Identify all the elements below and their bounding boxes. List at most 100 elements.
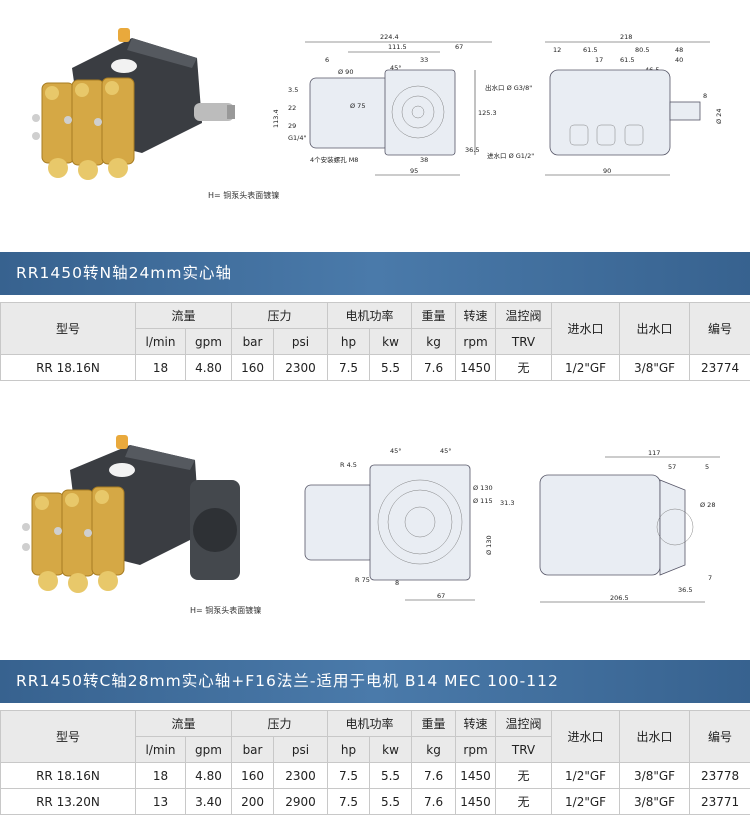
pump-c-shaft-image — [22, 435, 240, 593]
dim-label: R 75 — [355, 576, 370, 584]
dim-label: 95 — [410, 167, 418, 175]
cell: 4.80 — [184, 762, 233, 789]
dim-label: Ø 28 — [700, 501, 715, 509]
spec-table-1: 型号 流量 压力 电机功率 重量 转速 温控阀 进水口 出水口 编号 l/min… — [0, 302, 750, 381]
dim-label: 61.5 — [583, 46, 597, 54]
cell: 7.5 — [327, 354, 371, 381]
col-header-weight: 重量 — [411, 302, 457, 329]
col-header-flow: 流量 — [134, 302, 233, 329]
dim-label: 67 — [455, 43, 463, 51]
unit-trv: TRV — [495, 328, 553, 355]
cell: 7.5 — [327, 788, 371, 815]
cell: 160 — [231, 762, 275, 789]
dim-label: Ø 24 — [715, 109, 723, 124]
cell: 7.6 — [411, 788, 457, 815]
cell: 23778 — [689, 762, 750, 789]
cell: 1/2"GF — [551, 788, 621, 815]
dim-label: 29 — [288, 122, 296, 130]
col-header-motor-power: 电机功率 — [327, 710, 413, 737]
dim-label: Ø 90 — [338, 68, 353, 76]
dim-label: 3.5 — [288, 86, 298, 94]
cell: 2300 — [273, 762, 329, 789]
unit-rpm: rpm — [455, 328, 497, 355]
col-header-model: 型号 — [0, 710, 136, 763]
cell: 2900 — [273, 788, 329, 815]
unit-kw: kw — [369, 736, 413, 763]
cell: 2300 — [273, 354, 329, 381]
dim-label: Ø 115 — [473, 497, 493, 505]
cell: 7.6 — [411, 354, 457, 381]
dim-label: 出水口 Ø G3/8" — [485, 83, 532, 92]
cell: 无 — [495, 762, 553, 789]
dim-label: 进水口 Ø G1/2" — [487, 151, 534, 160]
dim-label: 61.5 — [620, 56, 634, 64]
col-header-weight: 重量 — [411, 710, 457, 737]
dim-label: 48 — [675, 46, 683, 54]
col-header-flow: 流量 — [134, 710, 233, 737]
unit-lmin: l/min — [135, 328, 186, 355]
product-section-1: H= 铜泵头表面镀镍 224.4 111.5 67 6 33 Ø 90 45° … — [0, 0, 750, 210]
cell: 18 — [135, 762, 186, 789]
cell: 18 — [135, 354, 186, 381]
cell: 13 — [135, 788, 186, 815]
dim-label: Ø 75 — [350, 102, 365, 110]
dim-label: 113.4 — [272, 109, 280, 128]
unit-gpm: gpm — [184, 736, 233, 763]
front-view-drawing-1: 224.4 111.5 67 6 33 Ø 90 45° Ø 75 113.4 … — [272, 33, 497, 176]
col-header-pressure: 压力 — [231, 302, 329, 329]
dim-label: 117 — [648, 449, 660, 457]
unit-rpm: rpm — [455, 736, 497, 763]
col-header-motor-power: 电机功率 — [327, 302, 413, 329]
cell: 3/8"GF — [619, 354, 691, 381]
cell: 5.5 — [369, 762, 413, 789]
dim-label: 33 — [420, 56, 428, 64]
cell: RR 13.20N — [0, 788, 136, 815]
dim-label: 45° — [390, 447, 402, 455]
col-header-code: 编号 — [689, 302, 750, 355]
product-section-2: H= 铜泵头表面镀镍 R 4.5 45° 45° Ø 130 Ø 115 Ø 1… — [0, 425, 750, 635]
cell: 3/8"GF — [619, 788, 691, 815]
col-header-model: 型号 — [0, 302, 136, 355]
dim-label: 90 — [603, 167, 611, 175]
col-header-outlet: 出水口 — [619, 710, 691, 763]
dim-label: G1/4" — [288, 134, 307, 142]
table-row: RR 13.20N 13 3.40 200 2900 7.5 5.5 7.6 1… — [0, 788, 750, 815]
dim-label: 218 — [620, 33, 632, 41]
dim-label: Ø 130 — [485, 535, 493, 555]
col-header-pressure: 压力 — [231, 710, 329, 737]
cell: 1/2"GF — [551, 762, 621, 789]
cell: 5.5 — [369, 788, 413, 815]
dim-label: 80.5 — [635, 46, 649, 54]
cell: 无 — [495, 354, 553, 381]
cell: 1450 — [455, 788, 497, 815]
dim-label: 111.5 — [388, 43, 407, 51]
dim-label: 4个安装螺孔 M8 — [310, 155, 358, 164]
cell: 1450 — [455, 354, 497, 381]
col-header-code: 编号 — [689, 710, 750, 763]
col-header-thermal-valve: 温控阀 — [495, 302, 553, 329]
dim-label: 12 — [553, 46, 561, 54]
unit-kg: kg — [411, 736, 457, 763]
table-row: RR 18.16N 18 4.80 160 2300 7.5 5.5 7.6 1… — [0, 354, 750, 381]
dim-label: R 4.5 — [340, 461, 357, 469]
pump-n-shaft-image — [32, 28, 235, 180]
unit-bar: bar — [231, 328, 275, 355]
dim-label: Ø 130 — [473, 484, 493, 492]
pump-caption-1: H= 铜泵头表面镀镍 — [208, 191, 280, 200]
cell: 7.5 — [327, 762, 371, 789]
cell: 3/8"GF — [619, 762, 691, 789]
unit-psi: psi — [273, 736, 329, 763]
cell: 7.6 — [411, 762, 457, 789]
cell: 23774 — [689, 354, 750, 381]
series-banner-1: RR1450转N轴24mm实心轴 — [0, 252, 750, 295]
cell: 4.80 — [184, 354, 233, 381]
cell: 5.5 — [369, 354, 413, 381]
unit-bar: bar — [231, 736, 275, 763]
col-header-speed: 转速 — [455, 710, 497, 737]
col-header-thermal-valve: 温控阀 — [495, 710, 553, 737]
cell: 23771 — [689, 788, 750, 815]
cell: 3.40 — [184, 788, 233, 815]
dim-label: 31.3 — [500, 499, 514, 507]
side-view-drawing-2: 31.3 117 57 5 Ø 28 7 36.5 206.5 — [500, 449, 720, 603]
dim-label: 22 — [288, 104, 296, 112]
